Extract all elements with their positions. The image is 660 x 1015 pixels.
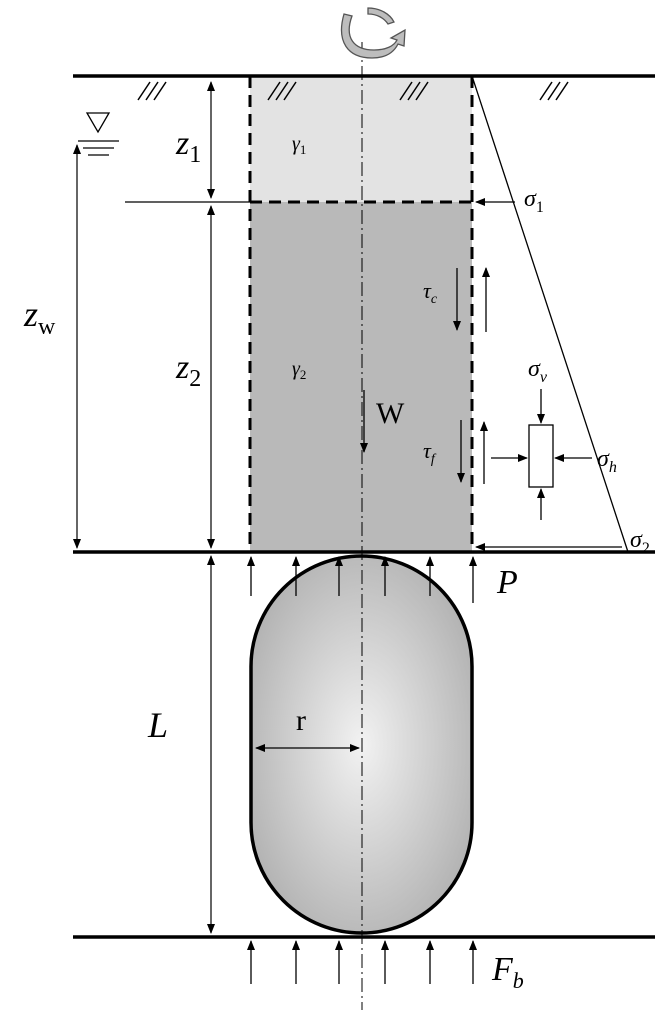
gamma1-label: γ1 [292, 133, 306, 157]
sigma1-label: σ1 [524, 186, 544, 216]
pressure-distribution-line [471, 75, 629, 553]
sigma-v-label: σv [528, 356, 548, 386]
z1-label: z1 [175, 125, 201, 168]
rotation-arrow-icon [340, 7, 406, 59]
zw-label: zw [23, 294, 56, 340]
sigma2-label: σ2 [630, 527, 650, 557]
force-Fb-arrows [247, 940, 477, 984]
sigma-h-label: σh [597, 446, 617, 476]
ground-hatch-marks [137, 81, 569, 101]
pressure-P-arrows [247, 556, 477, 603]
gamma2-label: γ2 [292, 358, 306, 382]
water-table-icon [78, 112, 119, 156]
z2-label: z2 [175, 349, 201, 392]
lower-soil-layer [250, 202, 472, 552]
upper-soil-layer [250, 76, 472, 202]
radius-label: r [296, 704, 306, 737]
shear-arrows [453, 267, 490, 484]
tau-f-label: τf [423, 438, 437, 467]
weight-label: W [376, 397, 405, 430]
dimension-lines [73, 81, 215, 934]
Fb-label: Fb [491, 951, 524, 993]
L-label: L [147, 705, 168, 745]
stress-element [491, 389, 592, 520]
tau-c-label: τc [423, 278, 438, 307]
P-label: P [496, 564, 518, 601]
